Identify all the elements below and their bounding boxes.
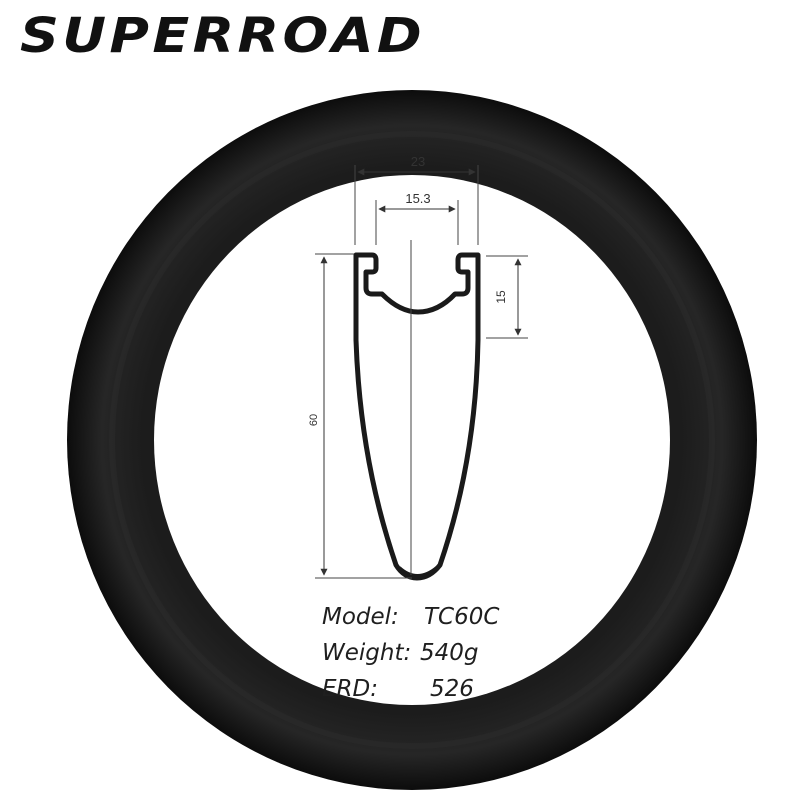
spec-block: Model: TC60C Weight: 540g ERD: 526 bbox=[322, 604, 499, 702]
dimension-outer-width: 23 bbox=[354, 154, 479, 245]
dimension-inner-width: 15.3 bbox=[375, 191, 459, 245]
outer-width-label: 23 bbox=[411, 154, 425, 169]
spec-model-value: TC60C bbox=[424, 604, 499, 630]
spec-weight-label: Weight: bbox=[322, 640, 411, 666]
rim-profile-section bbox=[353, 240, 481, 581]
rim-profile-tip bbox=[400, 566, 436, 580]
brand-logo-text: SUPERROAD bbox=[20, 8, 425, 64]
dimension-hook-depth: 15 bbox=[486, 255, 528, 339]
inner-width-label: 15.3 bbox=[405, 191, 430, 206]
dimension-rim-depth: 60 bbox=[308, 253, 412, 579]
spec-erd-value: 526 bbox=[430, 676, 474, 702]
rim-highlight bbox=[109, 131, 715, 749]
spec-weight-value: 540g bbox=[420, 640, 479, 666]
spec-erd-label: ERD: bbox=[322, 676, 378, 702]
rim-inner-opening bbox=[154, 175, 670, 705]
hook-depth-label: 15 bbox=[494, 290, 508, 304]
brand-logo: SUPERROAD bbox=[20, 8, 425, 64]
spec-model-label: Model: bbox=[322, 604, 399, 630]
carbon-rim-ring bbox=[67, 90, 757, 790]
rim-depth-label: 60 bbox=[308, 414, 320, 426]
